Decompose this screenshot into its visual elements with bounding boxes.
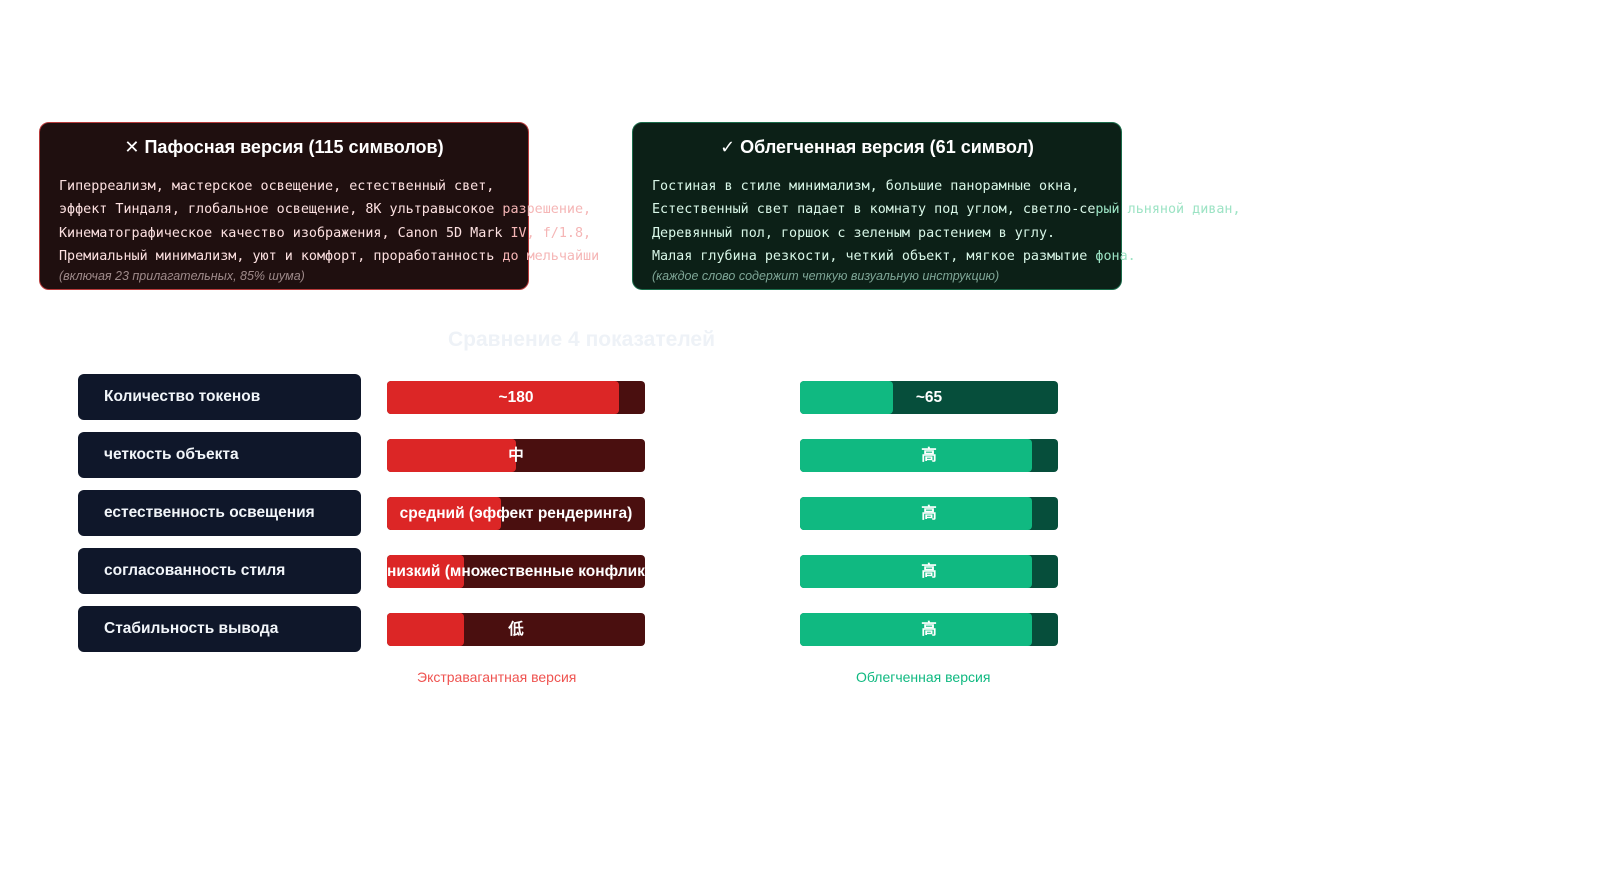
card-line-overflow: разрешение, <box>502 202 592 218</box>
light-metric-bar: 高 <box>800 613 1058 646</box>
light-bar-value: 高 <box>921 563 937 580</box>
section-title: Сравнение 4 показателей <box>448 328 715 351</box>
card-line: Кинематографическое качество изображения… <box>59 225 503 241</box>
metric-label: Стабильность вывода <box>78 606 361 652</box>
pompous-bar-value: низкий (множественные конфликты) <box>387 563 645 580</box>
light-bar-fill <box>800 381 893 414</box>
pompous-bar-value: средний (эффект рендеринга) <box>399 505 633 522</box>
light-bar-value: ~65 <box>915 389 943 406</box>
metric-label: согласованность стиля <box>78 548 361 594</box>
light-metric-bar: 高 <box>800 555 1058 588</box>
card-line-overflow: фона. <box>1095 248 1136 264</box>
light-metric-bar: ~65 <box>800 381 1058 414</box>
card-line: Малая глубина резкости, четкий объект, м… <box>652 248 1096 264</box>
card-line: Деревянный пол, горшок с зеленым растени… <box>652 225 1056 241</box>
pompous-bar-fill <box>387 497 501 530</box>
pompous-card-title: ✕ Пафосная версия (115 символов) <box>124 137 444 157</box>
pompous-metric-bar: низкий (множественные конфликты) <box>387 555 645 588</box>
card-line: Премиальный минимализм, уют и комфорт, п… <box>59 248 503 264</box>
light-metric-bar: 高 <box>800 439 1058 472</box>
card-line: Гостиная в стиле минимализм, большие пан… <box>652 179 1080 194</box>
pompous-card-text: Гиперреализм, мастерское освещение, есте… <box>59 175 599 268</box>
pompous-metric-bar: 低 <box>387 613 645 646</box>
light-bar-value: 高 <box>921 447 937 464</box>
card-line-overflow: рый льняной диван, <box>1095 202 1241 218</box>
light-card-note: (каждое слово содержит четкую визуальную… <box>652 269 1000 283</box>
pompous-legend-label: Экстравагантная версия <box>417 669 577 685</box>
light-card-text: Гостиная в стиле минимализм, большие пан… <box>652 175 1241 268</box>
metric-label: естественность освещения <box>78 490 361 536</box>
pompous-bar-value: ~180 <box>498 389 534 406</box>
pompous-version-card: ✕ Пафосная версия (115 символов) Гиперре… <box>39 122 599 290</box>
pompous-metric-bar: ~180 <box>387 381 645 414</box>
light-bar-fill <box>800 613 1033 646</box>
light-card-title: ✓ Облегченная версия (61 символ) <box>720 137 1034 157</box>
card-line: эффект Тиндаля, глобальное освещение, 8K… <box>59 202 503 218</box>
light-bar-value: 高 <box>921 621 937 638</box>
pompous-bar-fill <box>387 613 465 646</box>
pompous-metric-bar: средний (эффект рендеринга) <box>387 497 645 530</box>
pompous-metric-bar: 中 <box>387 439 645 472</box>
card-line-overflow: до мельчайши <box>502 248 600 264</box>
pompous-bar-fill <box>387 381 620 414</box>
pompous-bar-value: 中 <box>508 447 524 464</box>
metric-label: Количество токенов <box>78 374 361 420</box>
light-version-card: ✓ Облегченная версия (61 символ) Гостина… <box>632 122 1241 290</box>
pompous-bar-fill <box>387 439 516 472</box>
light-metric-bar: 高 <box>800 497 1058 530</box>
card-line-overflow: IV, f/1.8, <box>502 225 592 241</box>
light-legend-label: Облегченная версия <box>856 669 991 685</box>
light-bar-value: 高 <box>921 505 937 522</box>
light-bar-fill <box>800 439 1033 472</box>
pompous-card-note: (включая 23 прилагательных, 85% шума) <box>59 269 305 283</box>
light-bar-fill <box>800 497 1033 530</box>
card-line: Естественный свет падает в комнату под у… <box>652 202 1096 218</box>
card-line: Гиперреализм, мастерское освещение, есте… <box>59 179 495 194</box>
light-bar-fill <box>800 555 1033 588</box>
pompous-bar-fill <box>387 555 465 588</box>
metric-label: четкость объекта <box>78 432 361 478</box>
pompous-bar-value: 低 <box>508 621 524 638</box>
